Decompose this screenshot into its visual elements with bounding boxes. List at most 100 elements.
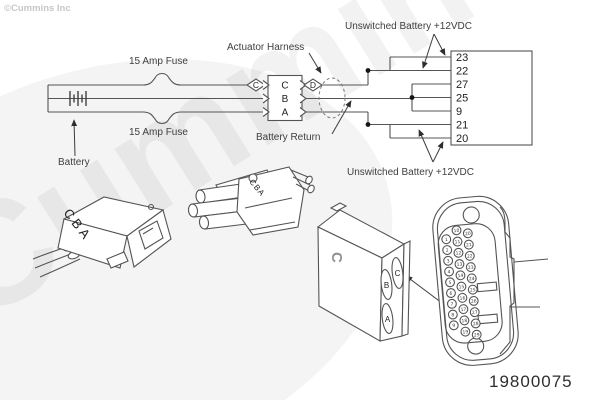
pin-number-8: 8 <box>451 312 455 318</box>
pin-number-12: 12 <box>455 250 461 256</box>
pin-circle-4 <box>444 266 455 277</box>
actuator-harness-label: Actuator Harness <box>227 42 305 53</box>
unswitched-bottom-arrow-1 <box>418 129 434 163</box>
wire-junction <box>365 68 371 73</box>
harness-wires <box>47 56 451 139</box>
ecm-port-c-label: C <box>395 269 401 278</box>
connector-d-diamond <box>303 78 323 92</box>
ecm-top-tab <box>329 202 348 212</box>
battery-return-label: Battery Return <box>256 132 321 143</box>
block-pin-b: B <box>282 94 289 105</box>
pin-circle-3 <box>443 255 454 266</box>
ecm-pin-21: 21 <box>456 119 468 131</box>
pin-circle-12 <box>453 247 464 258</box>
ecm-port-b-oval <box>380 269 393 300</box>
pin-number-13: 13 <box>456 262 462 268</box>
pin-circle-26 <box>468 295 479 306</box>
pin-circle-20 <box>462 228 473 239</box>
wire-junction <box>409 95 415 100</box>
pin-number-25: 25 <box>470 287 476 293</box>
ecm-pin-box: 23 22 27 25 9 21 20 <box>450 50 533 146</box>
pin-number-14: 14 <box>457 273 463 279</box>
pin-number-16: 16 <box>459 295 465 301</box>
ecm-port-a-oval <box>381 303 394 334</box>
pin-circle-14 <box>455 270 466 281</box>
pin-circle-13 <box>454 259 465 270</box>
pin-number-18: 18 <box>461 318 467 324</box>
ecm-pin-9: 9 <box>456 106 462 118</box>
pin-number-6: 6 <box>449 291 453 297</box>
unswitched-battery-bottom-label: Unswitched Battery +12VDC <box>347 167 475 178</box>
ecm-pin-20: 20 <box>456 133 468 145</box>
pin-circle-10 <box>451 225 462 236</box>
pin-number-1: 1 <box>445 237 449 243</box>
pin-circle-19 <box>460 326 471 337</box>
pin-number-22: 22 <box>467 253 473 259</box>
ecm-module-illustration: B C A C <box>316 202 411 342</box>
pin-circle-1 <box>441 234 452 245</box>
pin-number-27: 27 <box>472 310 478 316</box>
pin-number-2: 2 <box>446 248 450 254</box>
fuse-symbol-bottom <box>142 111 182 125</box>
pin-circle-29 <box>471 329 482 340</box>
block-pin-c: C <box>281 81 288 92</box>
pin-circle-5 <box>445 277 455 288</box>
ecm-pin-27: 27 <box>456 79 468 91</box>
pin-number-20: 20 <box>465 231 471 237</box>
pin-circle-22 <box>464 250 475 261</box>
pin-number-21: 21 <box>466 242 472 248</box>
ecm-port-c-arrow <box>405 275 443 304</box>
wire-junction <box>365 122 371 127</box>
actuator-harness-arrow <box>308 52 322 74</box>
block-pin-a: A <box>282 108 289 119</box>
ecm-port-c-oval <box>391 257 404 289</box>
pin-circle-2 <box>442 245 453 255</box>
pin-circle-16 <box>457 292 468 303</box>
receptacle-connector-illustration: CBA <box>187 166 315 236</box>
pin-circle-24 <box>466 273 477 284</box>
pin-grid: 1234567891011121314151617181920212223242… <box>441 225 482 340</box>
pin-face-illustration: 1234567891011121314151617181920212223242… <box>432 195 549 366</box>
pin-face-side-profile <box>499 206 515 355</box>
unswitched-top-arrow-1 <box>422 33 435 69</box>
pin-circle-7 <box>446 298 457 309</box>
battery-symbol <box>69 91 87 106</box>
pin-circle-27 <box>469 307 480 318</box>
pin-number-24: 24 <box>469 276 475 282</box>
pin-circle-6 <box>446 288 456 299</box>
connector-d-diamond-label: D <box>310 80 316 90</box>
ecm-flange <box>401 240 411 337</box>
pin-number-4: 4 <box>447 269 451 275</box>
pin-number-11: 11 <box>454 239 460 245</box>
pin-number-19: 19 <box>462 329 468 335</box>
ecm-pin-25: 25 <box>456 92 468 104</box>
pin-circle-8 <box>447 309 458 320</box>
pin-circle-17 <box>458 304 469 315</box>
battery-return-arrow <box>331 100 352 135</box>
ecm-pin-23: 23 <box>456 52 468 64</box>
pin-number-3: 3 <box>447 258 451 264</box>
unswitched-top-arrow-2 <box>433 33 446 56</box>
pin-number-10: 10 <box>453 228 459 234</box>
cummins-logo-c: C <box>328 252 345 263</box>
pin-circle-25 <box>467 284 478 295</box>
battery-arrow <box>71 119 78 157</box>
fuse-bottom-label: 15 Amp Fuse <box>129 127 188 138</box>
leader-arrows <box>71 33 446 304</box>
ecm-pin-22: 22 <box>456 65 468 77</box>
battery-label: Battery <box>58 157 90 168</box>
pin-number-17: 17 <box>460 307 466 313</box>
plug-connector-illustration: CBA <box>32 196 172 278</box>
connector-c-diamond-label: C <box>253 80 259 90</box>
pin-number-29: 29 <box>474 332 480 338</box>
pin-number-26: 26 <box>471 298 477 304</box>
ecm-port-b-label: B <box>384 281 389 290</box>
part-number: 19800075 <box>489 372 573 391</box>
pin-circle-23 <box>465 262 476 273</box>
pin-number-7: 7 <box>450 301 454 307</box>
fuse-symbol-top <box>142 72 182 86</box>
unswitched-battery-top-label: Unswitched Battery +12VDC <box>345 21 473 32</box>
pin-number-23: 23 <box>468 265 474 271</box>
